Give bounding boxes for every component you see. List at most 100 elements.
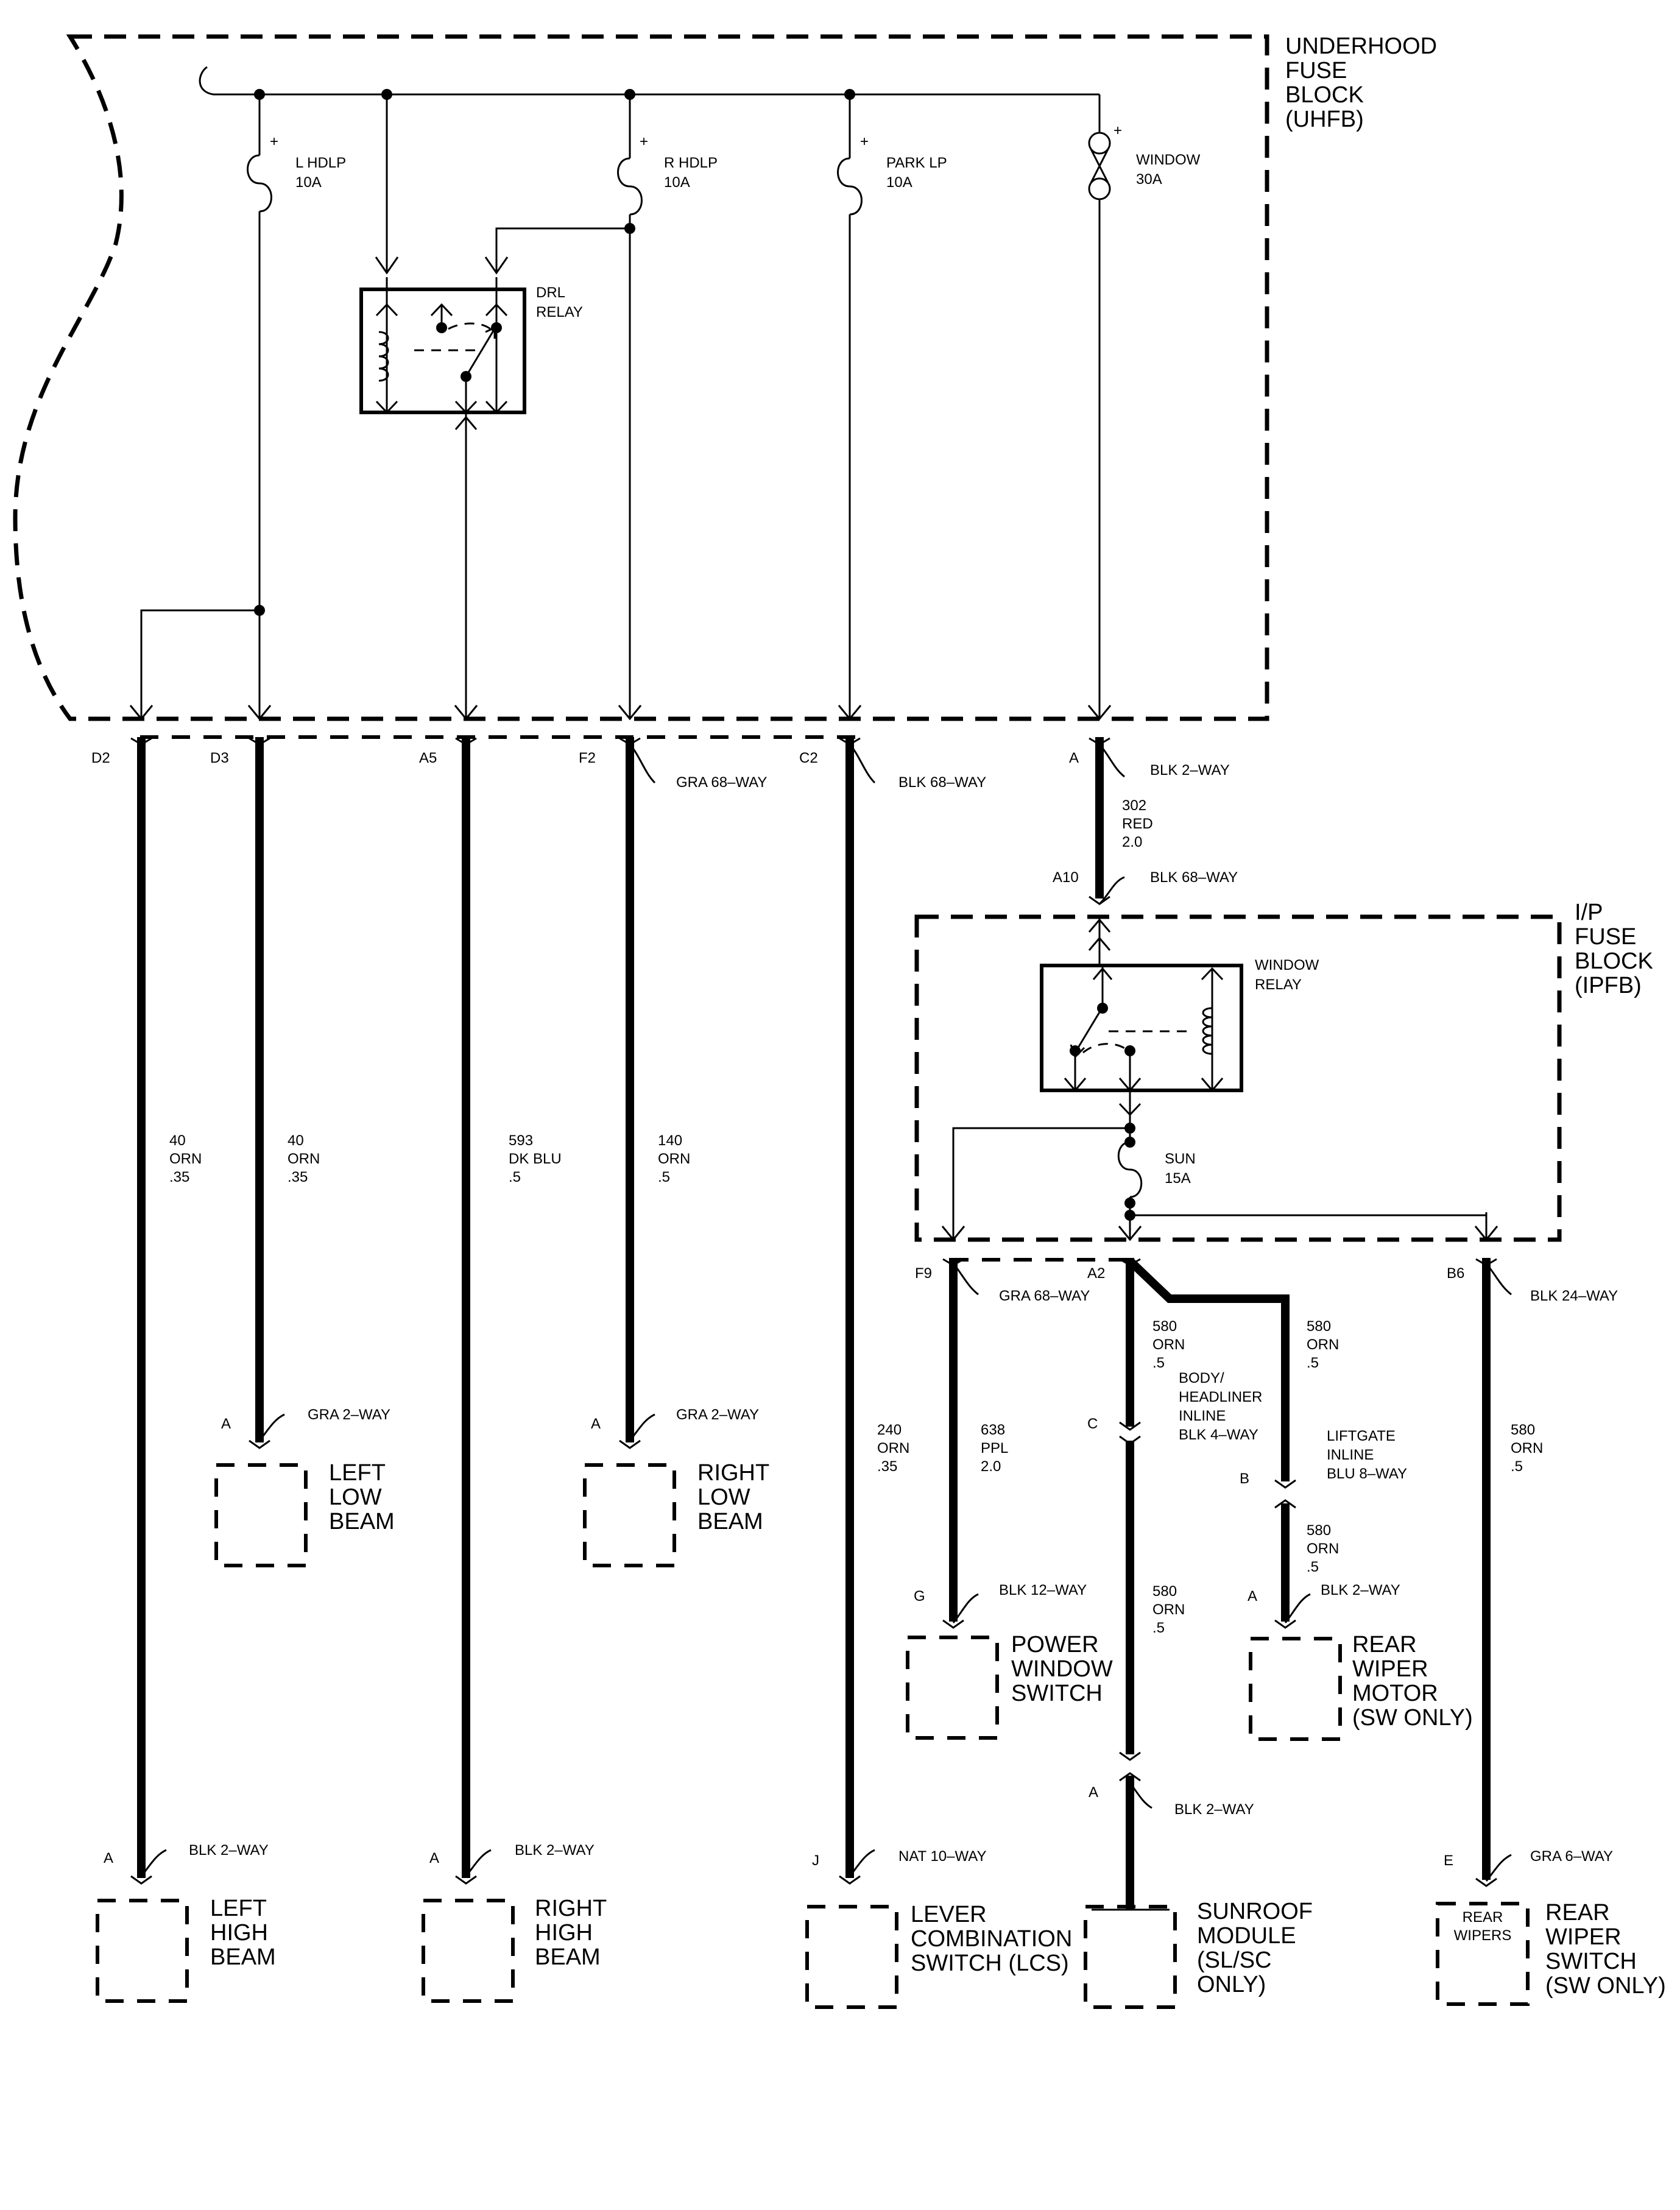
connector-d3-label: D3 [210, 750, 229, 766]
wire-d3 [249, 737, 270, 1449]
connector-lcs-pin: J [812, 1852, 819, 1869]
connector-pws-pin: G [914, 1588, 925, 1605]
connector-b-inline-label: B [1240, 1470, 1249, 1487]
lcs-box [805, 1905, 898, 2009]
connector-rlb-name: GRA 2–WAY [676, 1407, 759, 1423]
connector-rws-name: GRA 6–WAY [1530, 1848, 1613, 1865]
connector-llb-pin: A [221, 1416, 231, 1432]
connector-b6-label: B6 [1447, 1265, 1464, 1282]
rear-wiper-motor-box [1249, 1637, 1342, 1741]
connector-a-uhfb-name: BLK 2–WAY [1150, 762, 1230, 778]
connector-pws-name: BLK 12–WAY [999, 1582, 1087, 1598]
left-high-beam-box [96, 1899, 189, 2003]
connector-sunroof-name: BLK 2–WAY [1174, 1801, 1254, 1818]
window-circuit-breaker-icon [1088, 132, 1111, 200]
connector-rwm-name: BLK 2–WAY [1321, 1582, 1400, 1598]
window-relay [1040, 964, 1243, 1092]
sun-fuse-icon [1117, 1141, 1143, 1198]
right-high-beam-box [422, 1899, 515, 2003]
wire-f2 [619, 737, 641, 1449]
connector-rws-pin: E [1444, 1852, 1453, 1869]
plus-sign-2: + [860, 133, 869, 150]
connector-f2-name: GRA 68–WAY [676, 774, 767, 791]
power-window-switch-box [906, 1636, 999, 1740]
wire-580-liftgate [1127, 1257, 1296, 1629]
component-boxes [96, 1463, 1530, 2009]
connector-f9-name: GRA 68–WAY [999, 1288, 1090, 1304]
connector-llb-name: GRA 2–WAY [308, 1407, 390, 1423]
underhood-fuse-block [13, 34, 1269, 721]
ip-fuse-block [914, 914, 1562, 1242]
ipfb-boundary [914, 914, 1562, 1242]
rear-wiper-switch-box [1436, 1902, 1530, 2006]
r-hdlp-fuse-icon [617, 157, 643, 216]
connector-d2-label: D2 [91, 750, 110, 766]
connector-rhb-name: BLK 2–WAY [515, 1842, 595, 1859]
connector-c2-label: C2 [799, 750, 818, 766]
connector-a5-label: A5 [419, 750, 437, 766]
wire-302 [1089, 737, 1110, 905]
l-hdlp-fuse-icon [247, 154, 272, 213]
connector-lhb-pin: A [104, 1850, 113, 1866]
connector-rlb-pin: A [591, 1416, 601, 1432]
left-low-beam-box [214, 1463, 308, 1567]
connector-a10-label: A10 [1053, 869, 1079, 886]
drl-relay [359, 277, 526, 414]
right-low-beam-box [583, 1463, 676, 1567]
plus-sign-3: + [1114, 122, 1122, 139]
plus-sign-0: + [270, 133, 278, 150]
connector-rwm-pin: A [1248, 1588, 1257, 1605]
connector-lhb-name: BLK 2–WAY [189, 1842, 269, 1859]
wire-c2 [839, 737, 861, 1885]
connector-f2-label: F2 [579, 750, 596, 766]
connector-b6-name: BLK 24–WAY [1530, 1288, 1618, 1304]
wire-638 [942, 1258, 964, 1629]
wire-a5 [455, 737, 477, 1885]
connector-f9-label: F9 [915, 1265, 932, 1282]
connector-lcs-name: NAT 10–WAY [898, 1848, 987, 1865]
connector-a-uhfb-label: A [1069, 750, 1079, 766]
connector-c2-name: BLK 68–WAY [898, 774, 986, 791]
connector-a2-label: A2 [1087, 1265, 1105, 1282]
connector-c-inline-label: C [1087, 1416, 1098, 1432]
connector-rhb-pin: A [429, 1850, 439, 1866]
wire-d2 [130, 737, 152, 1885]
plus-sign-1: + [640, 133, 648, 150]
sunroof-box [1084, 1905, 1177, 2009]
wire-580-rear-wiper-switch [1475, 1258, 1497, 1887]
connector-sunroof-pin: A [1089, 1784, 1098, 1801]
